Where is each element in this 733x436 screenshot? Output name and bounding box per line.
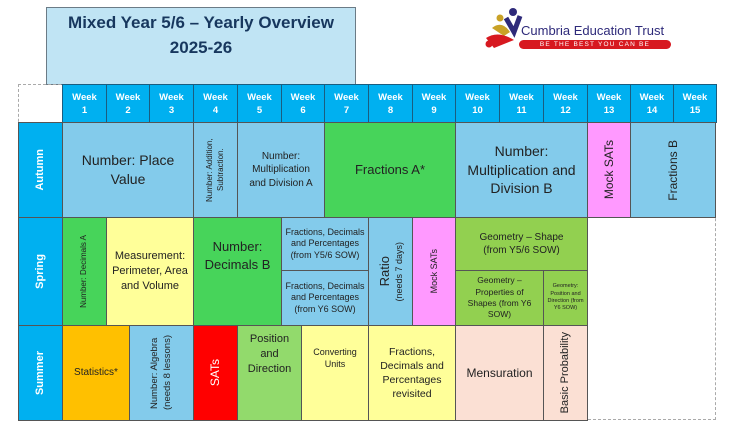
autumn-mock-sats: Mock SATs [587, 122, 631, 218]
summer-mensuration: Mensuration [455, 325, 544, 421]
summer-statistics: Statistics* [62, 325, 130, 421]
spring-geometry-position: Geometry: Position and Direction (from Y… [543, 270, 588, 326]
autumn-addition-subtraction: Number: Addition, Subtraction. [193, 122, 238, 218]
term-autumn: Autumn [18, 122, 63, 218]
spring-ratio: Ratio(needs 7 days) [368, 217, 413, 326]
spring-fdp-y56: Fractions, Decimals and Percentages (fro… [281, 217, 369, 271]
autumn-fractions-b: Fractions B [630, 122, 716, 218]
summer-algebra: Number: Algebra (needs 8 lessons) [129, 325, 194, 421]
title-line-2: 2025-26 [169, 38, 233, 57]
term-summer: Summer [18, 325, 63, 421]
autumn-fractions-a: Fractions A* [324, 122, 456, 218]
summer-converting-units: Converting Units [301, 325, 369, 421]
spring-decimals-b: Number: Decimals B [193, 217, 282, 326]
autumn-place-value: Number: Place Value [62, 122, 194, 218]
summer-sats: SATs [193, 325, 238, 421]
spring-decimals-a: Number: Decimals A [62, 217, 107, 326]
summer-basic-probability: Basic Probability [543, 325, 588, 421]
page-title: Mixed Year 5/6 – Yearly Overview 2025-26 [46, 7, 356, 85]
summer-position-direction: Position and Direction [237, 325, 302, 421]
logo-name: Cumbria Education Trust [521, 23, 665, 38]
term-spring: Spring [18, 217, 63, 326]
summer-fdp-revisited: Fractions, Decimals and Percentages revi… [368, 325, 456, 421]
spring-geometry-properties: Geometry – Properties of Shapes (from Y6… [455, 270, 544, 326]
spring-geometry-shape: Geometry – Shape (from Y5/6 SOW) [455, 217, 588, 271]
title-line-1: Mixed Year 5/6 – Yearly Overview [68, 13, 334, 32]
logo: Cumbria Education Trust BE THE BEST YOU … [484, 6, 684, 52]
spring-mock-sats: Mock SATs [412, 217, 456, 326]
spring-ratio-label: Ratio [376, 256, 392, 287]
logo-tagline: BE THE BEST YOU CAN BE [519, 40, 671, 49]
spring-measurement: Measurement: Perimeter, Area and Volume [106, 217, 194, 326]
spring-fdp-y6: Fractions, Decimals and Percentages (fro… [281, 270, 369, 326]
logo-figures-icon [485, 8, 523, 48]
autumn-multiplication-division-b: Number: Multiplication and Division B [455, 122, 588, 218]
autumn-multiplication-division-a: Number: Multiplication and Division A [237, 122, 325, 218]
spring-ratio-note: (needs 7 days) [394, 241, 405, 302]
